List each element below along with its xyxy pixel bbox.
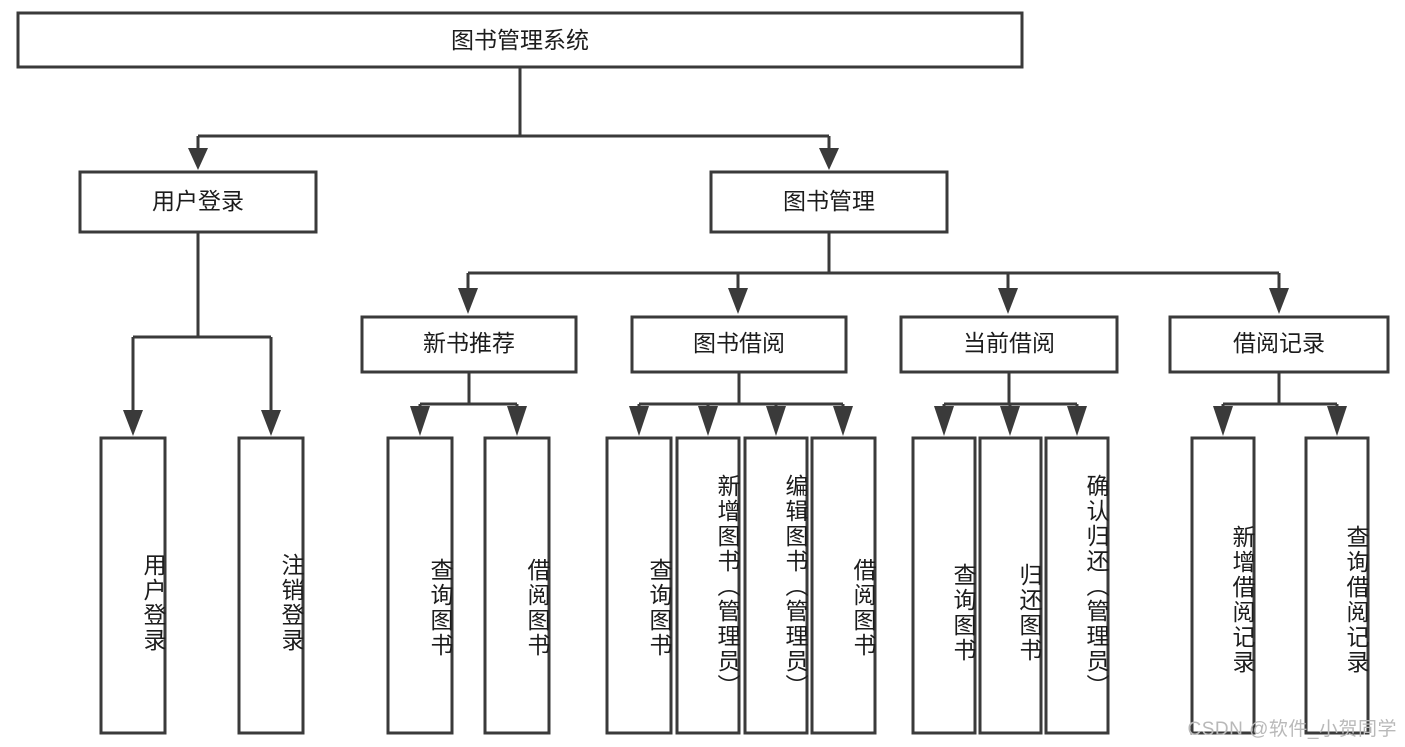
- arrow-head-current-borrow: [998, 288, 1018, 314]
- leaf-box-borrow-record-1[interactable]: [1190, 436, 1256, 735]
- arrow-head-leaf-current-borrow-2: [1000, 406, 1020, 436]
- leaf-box-borrow-record-2[interactable]: [1304, 436, 1370, 735]
- leaf-box-new-book-1[interactable]: [386, 436, 454, 735]
- arrow-head-borrow-record: [1269, 288, 1289, 314]
- root-label: 图书管理系统: [451, 27, 589, 53]
- leaf-box-current-borrow-1[interactable]: [911, 436, 977, 735]
- leaf-box-book-borrow-3[interactable]: [743, 436, 809, 735]
- arrow-head-leaf-book-borrow-2: [698, 406, 718, 436]
- arrow-head-leaf-book-borrow-1: [629, 406, 649, 436]
- current-borrow-label: 当前借阅: [963, 330, 1055, 356]
- arrow-head-leaf-book-borrow-4: [833, 406, 853, 436]
- book-manage-box[interactable]: [709, 170, 949, 234]
- leaf-box-book-borrow-1[interactable]: [605, 436, 673, 735]
- node-book-borrow[interactable]: 图书借阅: [630, 315, 848, 374]
- leaf-box-book-borrow-2[interactable]: [675, 436, 741, 735]
- book-manage-label: 图书管理: [783, 188, 875, 214]
- arrow-head-leaf-new-book-1: [410, 406, 430, 436]
- new-book-recommend-box[interactable]: [360, 315, 578, 374]
- borrow-record-label: 借阅记录: [1233, 330, 1325, 356]
- user-login-label: 用户登录: [152, 188, 244, 214]
- leaf-box-current-borrow-2[interactable]: [978, 436, 1043, 735]
- book-borrow-label: 图书借阅: [693, 330, 785, 356]
- node-current-borrow[interactable]: 当前借阅: [899, 315, 1119, 374]
- arrow-head-leaf-current-borrow-3: [1067, 406, 1087, 436]
- borrow-record-box[interactable]: [1168, 315, 1390, 374]
- arrow-head-leaf-user-login-1: [123, 410, 143, 436]
- node-root[interactable]: 图书管理系统: [16, 11, 1024, 69]
- leaf-box-user-login-2[interactable]: [237, 436, 305, 735]
- arrow-head-user-login: [188, 148, 208, 170]
- new-book-recommend-label: 新书推荐: [423, 330, 515, 356]
- arrow-head-leaf-new-book-2: [507, 406, 527, 436]
- arrow-head-leaf-user-login-2: [261, 410, 281, 436]
- arrow-head-book-manage: [819, 148, 839, 170]
- leaf-box-user-login-1[interactable]: [99, 436, 167, 735]
- leaf-box-current-borrow-3[interactable]: [1044, 436, 1110, 735]
- book-borrow-box[interactable]: [630, 315, 848, 374]
- node-user-login[interactable]: 用户登录: [78, 170, 318, 234]
- arrow-head-book-borrow: [728, 288, 748, 314]
- leaf-box-book-borrow-4[interactable]: [810, 436, 877, 735]
- root-box[interactable]: [16, 11, 1024, 69]
- arrow-head-new-book: [458, 288, 478, 314]
- node-new-book-recommend[interactable]: 新书推荐: [360, 315, 578, 374]
- leaf-box-new-book-2[interactable]: [483, 436, 551, 735]
- csdn-watermark: CSDN @软件_小贺同学: [1187, 719, 1397, 740]
- arrow-head-leaf-borrow-record-1: [1213, 406, 1233, 436]
- arrow-head-leaf-borrow-record-2: [1327, 406, 1347, 436]
- node-borrow-record[interactable]: 借阅记录: [1168, 315, 1390, 374]
- arrow-head-leaf-current-borrow-1: [934, 406, 954, 436]
- current-borrow-box[interactable]: [899, 315, 1119, 374]
- arrow-head-leaf-book-borrow-3: [766, 406, 786, 436]
- node-book-manage[interactable]: 图书管理: [709, 170, 949, 234]
